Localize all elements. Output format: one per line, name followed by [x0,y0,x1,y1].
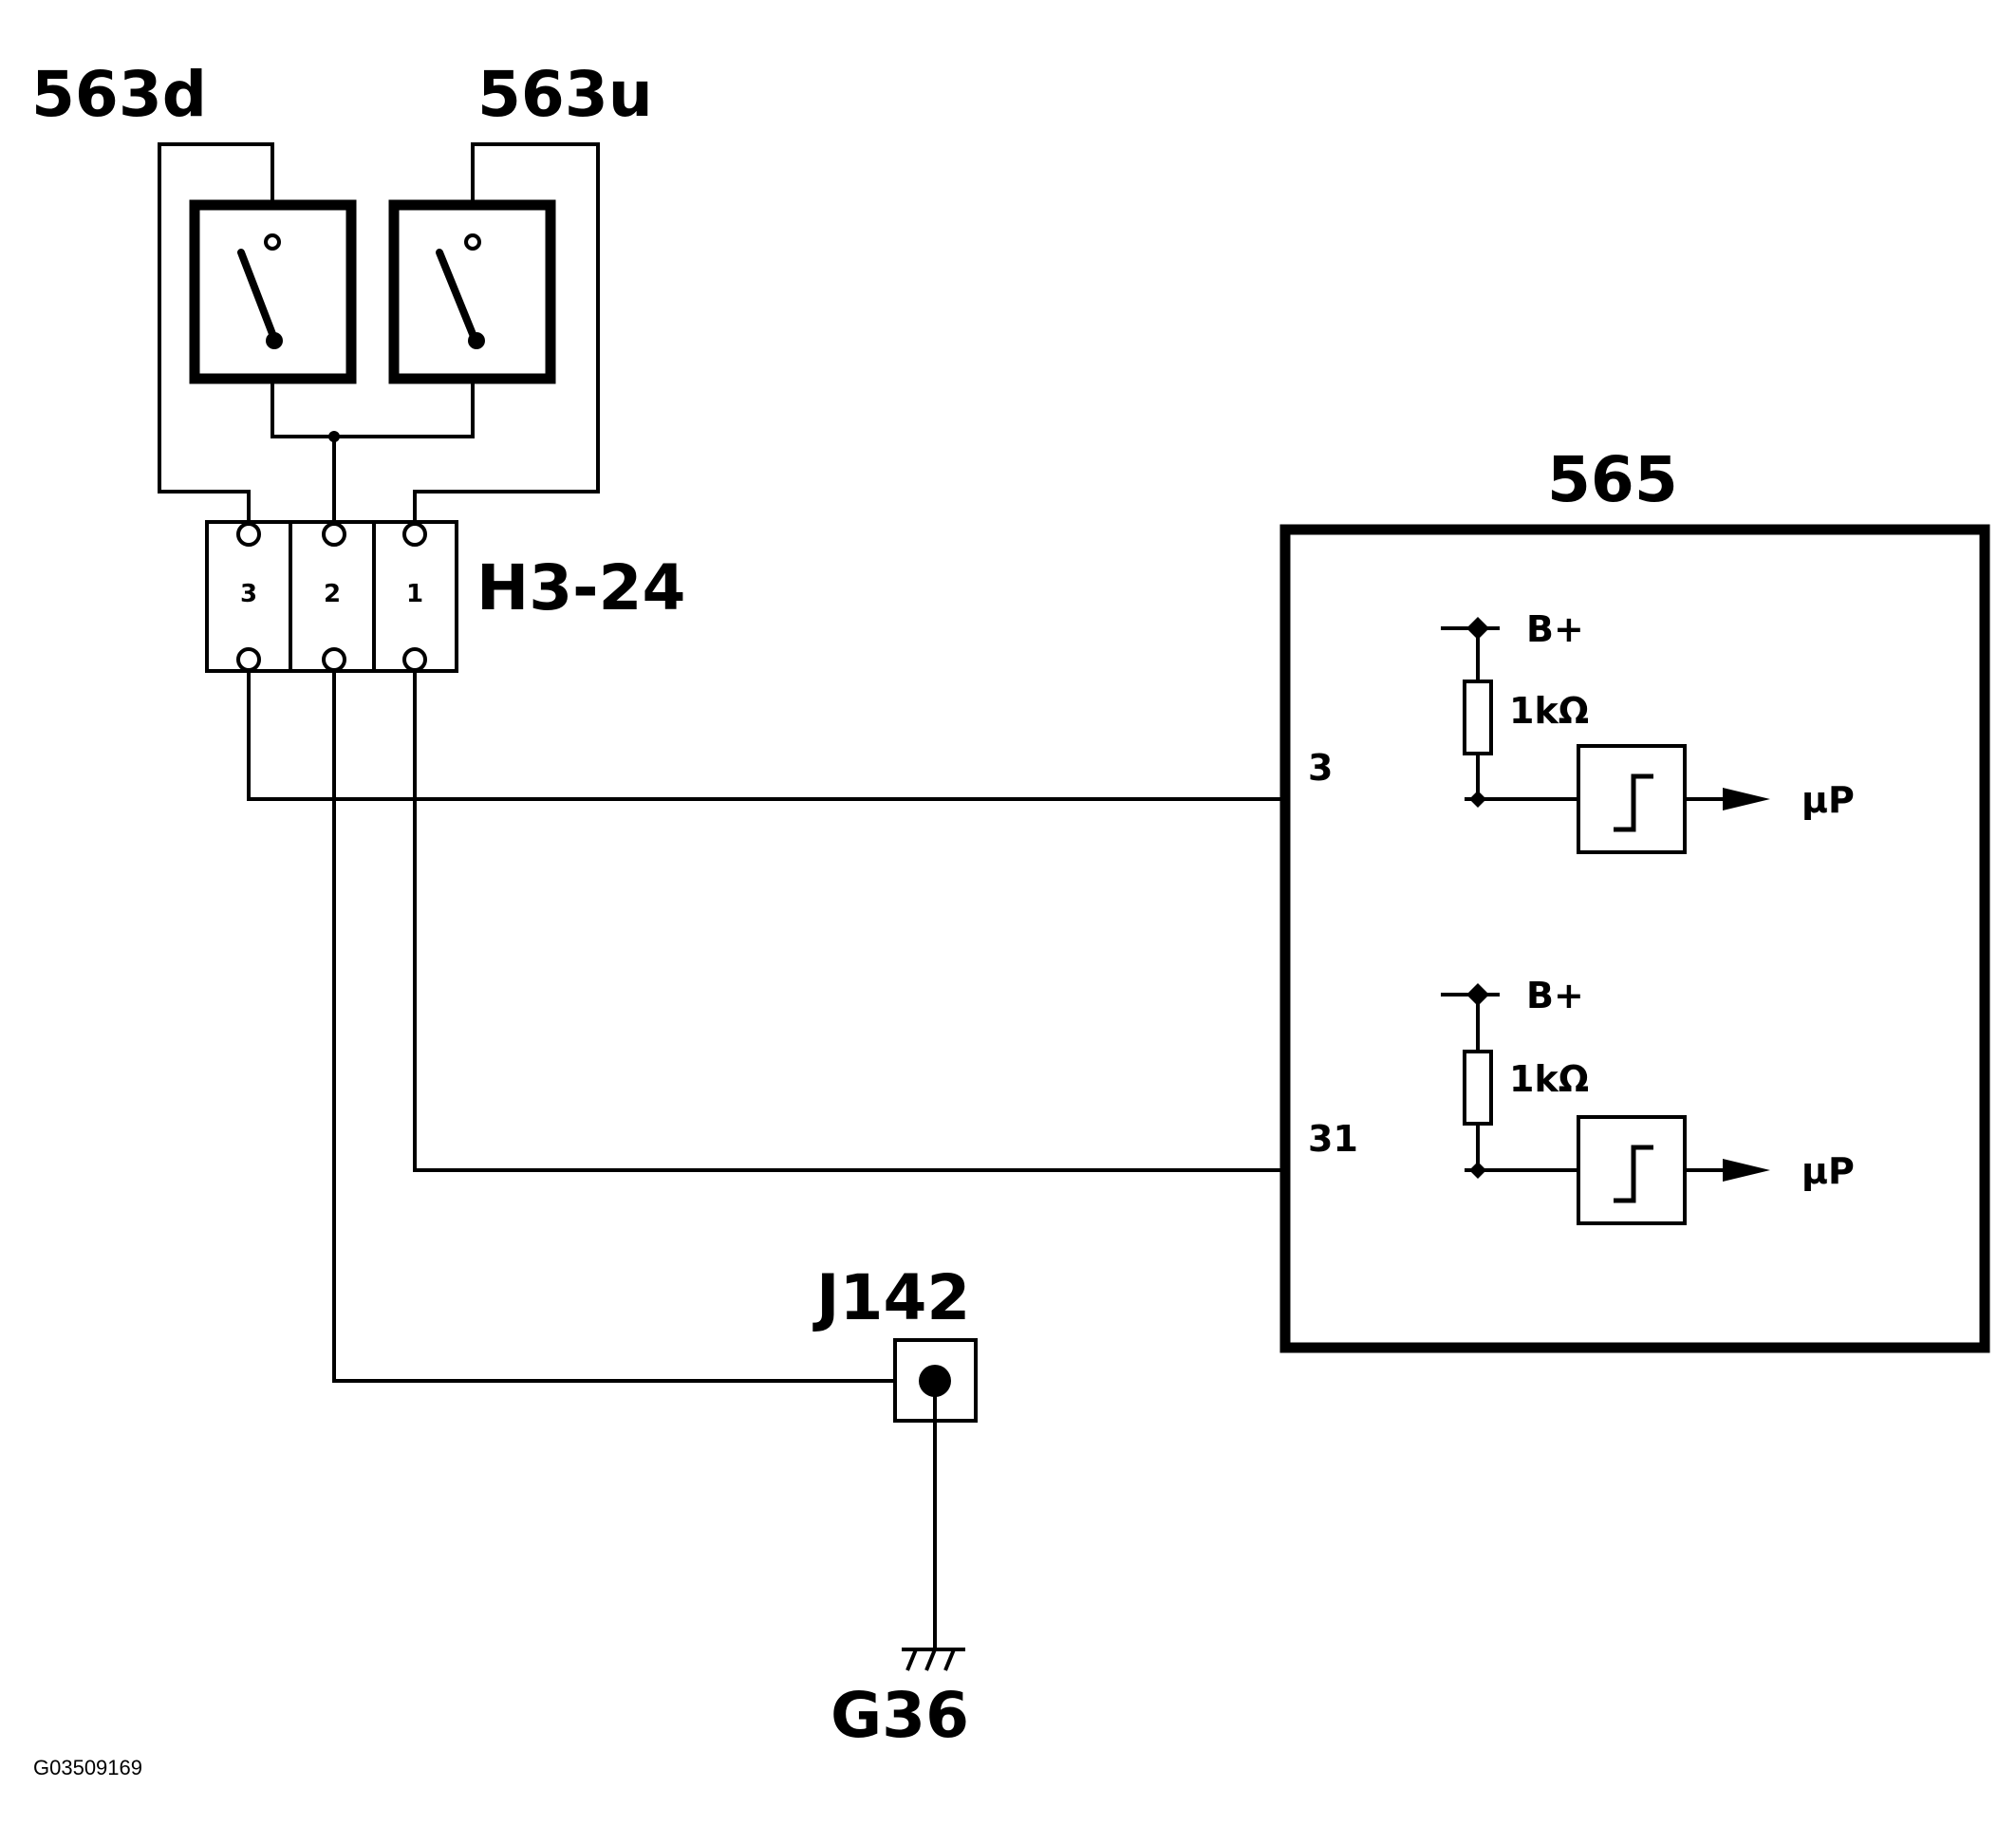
connector-pin-label: 2 [324,580,341,608]
connector-pin-bottom [402,647,427,672]
schmitt-trigger-symbol [1614,1145,1653,1203]
switch-563d-contact [264,233,281,251]
connector-pin-top [322,522,346,547]
splice-j142 [893,1338,978,1649]
junction-label: J142 [812,1261,970,1334]
module-label: 565 [1547,443,1678,516]
switch-563u-lever [436,249,478,343]
wire-pin3-to-module-pin3 [247,671,1465,801]
switch-563d [189,199,357,384]
connector-body [205,520,458,673]
output-label: µP [1801,779,1855,821]
ground-label: G36 [831,1679,969,1752]
resistor-label: 1kΩ [1509,1058,1589,1100]
switch-563d-body [189,199,357,384]
switch-563d-pivot [266,332,283,349]
connector-pin-top [236,522,261,547]
common-splice-dot [328,431,340,442]
output-arrow [1723,1159,1770,1182]
switch-563d-label: 563d [31,58,207,131]
module-pin-3-label: 3 [1308,747,1333,789]
connector-pin-label: 3 [240,580,257,608]
connector-label: H3-24 [476,551,685,624]
resistor [1463,1050,1493,1126]
output-label: µP [1801,1150,1855,1192]
ground-symbol [924,1648,937,1671]
connector-pin-bottom [322,647,346,672]
wire-563u-to-pin1 [413,142,600,531]
switch-563u-pivot [468,332,485,349]
switch-563u [388,199,556,384]
supply-label: B+ [1526,975,1584,1016]
connector-h3-24: 3 2 1 [205,520,458,673]
wire-pin2-to-j142 [332,671,935,1383]
signal-wiring [247,671,1465,1383]
switch-563u-contact [464,233,481,251]
connector-pin-bottom [236,647,261,672]
switch-563d-lever [237,249,278,343]
wire-563d-to-pin3 [158,142,274,531]
switch-563u-label: 563u [477,58,653,131]
resistor [1463,680,1493,755]
ground-g36 [902,1648,965,1671]
input-circuit-lower: B+ 1kΩ µP [1441,975,1855,1225]
supply-label: B+ [1526,608,1584,650]
connector-pin-top [402,522,427,547]
input-circuit-upper: B+ 1kΩ µP [1441,608,1855,854]
schmitt-trigger-symbol [1614,773,1653,832]
connector-pin-label: 1 [406,580,423,608]
wire-common-bridge [271,337,475,438]
ground-symbol [905,1648,918,1671]
wire-pin1-to-module-pin31 [413,671,1465,1172]
ground-symbol [943,1648,956,1671]
figure-reference: G03509169 [33,1756,142,1779]
output-arrow [1723,788,1770,810]
module-pin-31-label: 31 [1308,1118,1358,1160]
switch-563u-body [388,199,556,384]
resistor-label: 1kΩ [1509,690,1589,732]
switch-wiring [158,142,600,531]
